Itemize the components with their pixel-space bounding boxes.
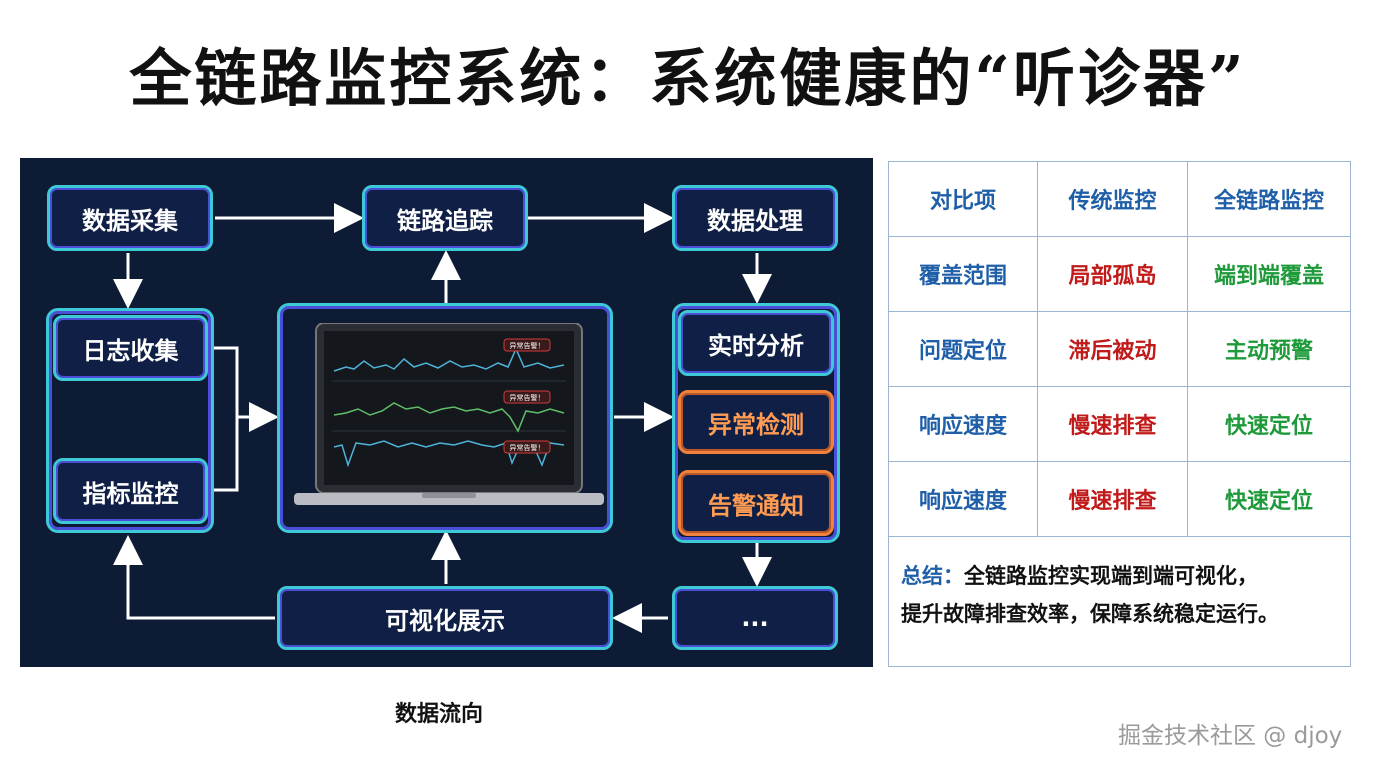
node-metrics-monitoring: 指标监控 bbox=[53, 458, 208, 524]
node-trace: 链路追踪 bbox=[362, 185, 528, 251]
node-visualization: 可视化展示 bbox=[277, 586, 613, 650]
diagram-caption: 数据流向 bbox=[395, 702, 484, 727]
summary-text: 全链路监控实现端到端可视化， bbox=[964, 564, 1258, 588]
node-more: ... bbox=[672, 586, 838, 650]
node-label: 指标监控 bbox=[82, 479, 179, 508]
table-header-cell: 全链路监控 bbox=[1213, 189, 1324, 214]
screen-alert-badge: 异常告警！ bbox=[510, 443, 545, 452]
chart-line-1 bbox=[333, 347, 565, 372]
node-label: 告警通知 bbox=[708, 491, 804, 520]
table-cell: 慢速排查 bbox=[1038, 387, 1188, 461]
table-cell: 响应速度 bbox=[889, 387, 1038, 461]
table-cell: 端到端覆盖 bbox=[1213, 264, 1324, 289]
page-title: 全链路监控系统：系统健康的“听诊器” bbox=[129, 42, 1247, 115]
summary-line: 总结：全链路监控实现端到端可视化， bbox=[901, 557, 1338, 595]
screen-alert-badge: 异常告警！ bbox=[510, 393, 545, 402]
table-header-cell: 传统监控 bbox=[1038, 162, 1188, 236]
table-header-row: 对比项 传统监控 全链路监控 bbox=[889, 162, 1350, 237]
watermark: 掘金技术社区 @ djoy bbox=[1118, 723, 1343, 749]
group-analysis bbox=[672, 303, 840, 543]
table-cell: 慢速排查 bbox=[1038, 462, 1188, 536]
node-label: 异常检测 bbox=[708, 410, 804, 439]
node-log-collection: 日志收集 bbox=[53, 315, 208, 381]
node-data-processing: 数据处理 bbox=[672, 185, 838, 251]
node-label: 可视化展示 bbox=[385, 606, 505, 635]
node-alert-notification: 告警通知 bbox=[678, 470, 834, 536]
chart-line-2 bbox=[333, 402, 565, 433]
table-summary: 总结：全链路监控实现端到端可视化， 提升故障排查效率，保障系统稳定运行。 bbox=[889, 537, 1350, 633]
group-collection bbox=[46, 308, 214, 533]
table-cell: 局部孤岛 bbox=[1038, 237, 1188, 311]
table-row: 响应速度 慢速排查 快速定位 bbox=[889, 387, 1350, 462]
wire-logs bbox=[210, 346, 239, 417]
data-flow-diagram: 数据采集 链路追踪 数据处理 日志收集 指标监控 异常告警！ 异常告警！ 异常告… bbox=[20, 158, 873, 667]
arrow-visual-metrics bbox=[113, 535, 275, 620]
node-label: 数据处理 bbox=[707, 206, 803, 235]
group-dashboard bbox=[277, 303, 613, 533]
node-label: 日志收集 bbox=[82, 336, 179, 365]
flow-arrows bbox=[113, 203, 772, 633]
node-realtime-analysis: 实时分析 bbox=[678, 310, 834, 376]
node-label: 实时分析 bbox=[708, 331, 804, 360]
node-label: 链路追踪 bbox=[397, 206, 493, 235]
node-data-collection: 数据采集 bbox=[47, 185, 213, 251]
table-row: 问题定位 滞后被动 主动预警 bbox=[889, 312, 1350, 387]
table-row: 响应速度 慢速排查 快速定位 bbox=[889, 462, 1350, 537]
summary-line: 提升故障排查效率，保障系统稳定运行。 bbox=[901, 602, 1279, 626]
table-cell: 覆盖范围 bbox=[889, 237, 1038, 311]
summary-label: 总结： bbox=[901, 564, 964, 588]
table-cell: 快速定位 bbox=[1224, 414, 1313, 439]
node-label: ... bbox=[741, 604, 769, 632]
table-cell: 滞后被动 bbox=[1038, 312, 1188, 386]
wire-metrics bbox=[210, 417, 239, 492]
table-cell: 主动预警 bbox=[1224, 339, 1313, 364]
laptop-dashboard: 异常告警！ 异常告警！ 异常告警！ bbox=[294, 323, 604, 505]
comparison-table: 对比项 传统监控 全链路监控 覆盖范围 局部孤岛 端到端覆盖 问题定位 滞后被动… bbox=[888, 161, 1351, 667]
node-label: 数据采集 bbox=[82, 206, 178, 235]
table-cell: 响应速度 bbox=[889, 462, 1038, 536]
screen-alert-badge: 异常告警！ bbox=[510, 341, 545, 350]
table-cell: 问题定位 bbox=[889, 312, 1038, 386]
table-cell: 快速定位 bbox=[1224, 489, 1313, 514]
node-anomaly-detection: 异常检测 bbox=[678, 390, 834, 454]
table-header-cell: 对比项 bbox=[889, 162, 1038, 236]
table-row: 覆盖范围 局部孤岛 端到端覆盖 bbox=[889, 237, 1350, 312]
